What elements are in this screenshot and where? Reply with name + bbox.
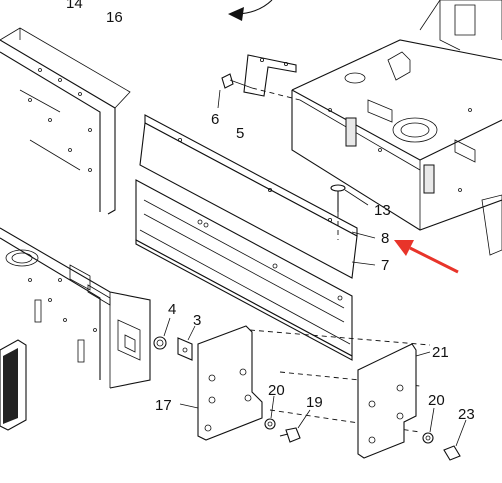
part-8-panel (139, 114, 358, 279)
part-6-screw (217, 73, 301, 109)
part-13-screw (330, 184, 369, 240)
part-17-bracket (179, 325, 263, 441)
highlight-arrow (394, 240, 459, 274)
part-21-bracket (357, 343, 431, 459)
part-5-bracket (243, 54, 297, 97)
callout-20-right: 20 (428, 392, 445, 409)
callout-5: 5 (236, 125, 244, 142)
part-20-washer-right (422, 407, 435, 444)
left-upper-frame (0, 27, 131, 215)
callout-8: 8 (381, 230, 389, 247)
right-frame (291, 0, 502, 256)
callout-17: 17 (155, 397, 172, 414)
callout-19: 19 (306, 394, 323, 411)
callout-4: 4 (168, 301, 176, 318)
callout-6: 6 (211, 111, 219, 128)
callout-14: 14 (66, 0, 83, 12)
assembly-guide (234, 329, 431, 433)
leader-8 (351, 231, 376, 239)
part-20-washer-left (264, 395, 276, 430)
callout-20-left: 20 (268, 382, 285, 399)
part-4-screw (153, 317, 171, 350)
callout-7: 7 (381, 257, 389, 274)
callout-21: 21 (432, 344, 449, 361)
callout-13: 13 (374, 202, 391, 219)
part-7-panel (135, 179, 353, 361)
direction-arrow-icon (228, 0, 273, 21)
part-19-screw (279, 409, 311, 443)
callout-23: 23 (458, 406, 475, 423)
callout-16: 16 (106, 9, 123, 26)
part-3-bracket (177, 325, 196, 361)
left-lower-frame (0, 227, 151, 431)
callout-3: 3 (193, 312, 201, 329)
part-23-screw (443, 419, 467, 461)
leader-7 (351, 261, 376, 266)
